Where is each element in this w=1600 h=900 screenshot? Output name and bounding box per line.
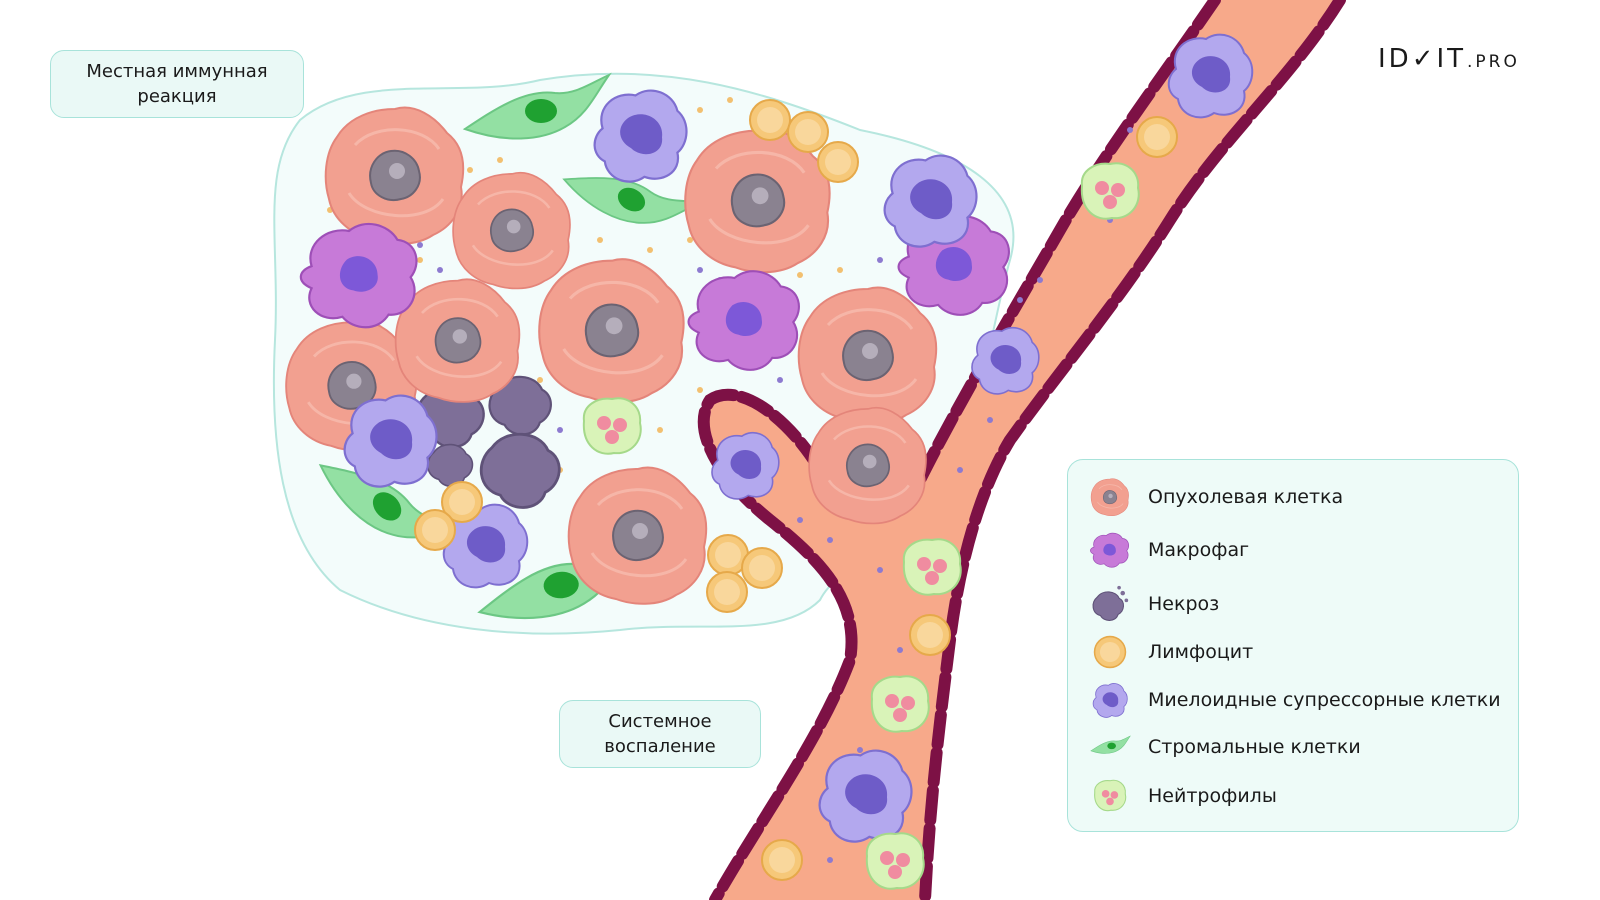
systemic-inflammation-text: Системное воспаление — [604, 711, 716, 757]
systemic-inflammation-label: Системное воспаление — [559, 700, 761, 768]
legend-label: Миелоидные супрессорные клетки — [1148, 689, 1501, 711]
legend-label: Нейтрофилы — [1148, 785, 1277, 807]
tumor-cell-icon — [1090, 478, 1129, 517]
legend-item-macrophage: Макрофаг — [1088, 530, 1249, 570]
legend-item-stromal: Стромальные клетки — [1088, 727, 1361, 767]
neutrophil-icon — [1094, 779, 1127, 812]
legend-label: Лимфоцит — [1148, 641, 1254, 663]
brand-logo-sub: .PRO — [1467, 52, 1520, 72]
legend-label: Некроз — [1148, 593, 1220, 615]
macrophage-icon — [1090, 532, 1130, 568]
legend-item-neutrophil: Нейтрофилы — [1088, 776, 1277, 816]
necrosis-icon — [1092, 585, 1129, 621]
mdsc-icon — [1092, 683, 1128, 718]
local-immune-reaction-label: Местная иммунная реакция — [50, 50, 304, 118]
legend-item-mdsc: Миелоидные супрессорные клетки — [1088, 680, 1501, 720]
brand-logo: ID✓IT.PRO — [1378, 44, 1520, 74]
legend-label: Стромальные клетки — [1148, 736, 1361, 758]
legend-item-lymphocyte: Лимфоцит — [1088, 632, 1253, 672]
local-immune-reaction-text: Местная иммунная реакция — [86, 61, 268, 107]
stromal-cell-icon — [1090, 735, 1131, 754]
legend-item-tumor: Опухолевая клетка — [1088, 477, 1343, 517]
legend-label: Макрофаг — [1148, 539, 1250, 561]
legend: Опухолевая клетка Макрофаг Некроз Лимфоц… — [1067, 459, 1519, 832]
legend-label: Опухолевая клетка — [1148, 486, 1344, 508]
legend-item-necrosis: Некроз — [1088, 584, 1219, 624]
lymphocyte-icon — [1093, 635, 1127, 669]
brand-logo-main: ID✓IT — [1378, 44, 1467, 74]
